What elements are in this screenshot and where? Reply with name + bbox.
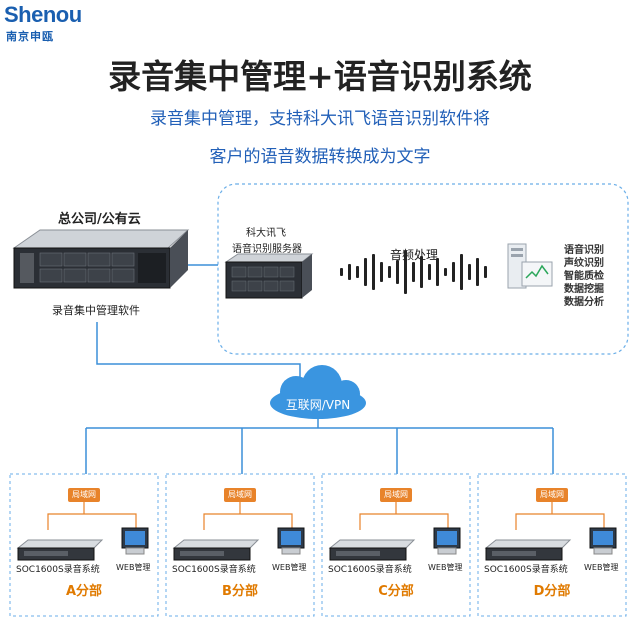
recorder-device-panel — [492, 551, 536, 556]
branch-c-lan-label: 局域网 — [384, 490, 408, 499]
recorder-device-top — [172, 539, 260, 549]
cloud-icon — [270, 365, 366, 419]
web-computer-screen — [281, 531, 301, 545]
branch-b-device-label: SOC1600S录音系统 — [172, 565, 256, 575]
lan-badge — [536, 488, 568, 502]
branch-d-name: D分部 — [533, 584, 571, 599]
web-computer-base — [281, 547, 301, 555]
feature-list: 语音识别 声纹识别 智能质检 数据挖掘 数据分析 — [564, 244, 604, 309]
web-computer-screen — [125, 531, 145, 545]
web-computer-screen — [437, 531, 457, 545]
speech-server-vendor: 科大讯飞 — [246, 228, 286, 239]
subtitle-line-1: 录音集中管理，支持科大讯飞语音识别软件将 — [150, 109, 490, 129]
feature-item: 智能质检 — [564, 271, 604, 282]
lan-badge — [68, 488, 100, 502]
branch-d-box — [477, 473, 627, 617]
lan-link — [47, 513, 137, 530]
feature-item: 声纹识别 — [564, 258, 604, 269]
speech-recognition-area — [217, 183, 629, 355]
branch-a-box — [9, 473, 159, 617]
audio-waveform-icon — [340, 250, 487, 294]
hq-to-cloud-connector — [96, 322, 301, 380]
speech-server-icon — [224, 253, 314, 299]
branch-b-name: B分部 — [222, 584, 258, 599]
hq-rack-server-icon — [12, 229, 190, 289]
branch-c-name: C分部 — [378, 584, 414, 599]
branch-b-web-label: WEB管理 — [272, 563, 307, 572]
page-title: 录音集中管理+语音识别系统 — [108, 57, 532, 96]
recorder-device-top — [484, 539, 572, 549]
web-computer-base — [125, 547, 145, 555]
hq-label: 总公司/公有云 — [58, 212, 141, 227]
lan-badge — [224, 488, 256, 502]
subtitle-line-2: 客户的语音数据转换成为文字 — [209, 147, 431, 167]
web-computer-base — [593, 547, 613, 555]
branch-c-device-label: SOC1600S录音系统 — [328, 565, 412, 575]
speech-server-label: 语音识别服务器 — [232, 244, 302, 255]
recorder-device-panel — [24, 551, 68, 556]
lan-link — [515, 513, 605, 530]
web-computer-screen — [593, 531, 613, 545]
recorder-device-top — [16, 539, 104, 549]
hq-software-label: 录音集中管理软件 — [52, 304, 140, 317]
recorder-device-panel — [336, 551, 380, 556]
branch-a-device-label: SOC1600S录音系统 — [16, 565, 100, 575]
branch-a-web-label: WEB管理 — [116, 563, 151, 572]
branch-a-lan-label: 局域网 — [72, 490, 96, 499]
recorder-device-top — [328, 539, 416, 549]
branch-d-device-label: SOC1600S录音系统 — [484, 565, 568, 575]
branch-b-box — [165, 473, 315, 617]
branch-a-name: A分部 — [65, 584, 103, 599]
lan-badge — [380, 488, 412, 502]
lan-link — [203, 513, 293, 530]
branch-d-lan-label: 局域网 — [540, 490, 564, 499]
brand-logo: Shenou — [4, 2, 82, 27]
feature-item: 语音识别 — [564, 245, 604, 256]
branch-d-web-label: WEB管理 — [584, 563, 619, 572]
branch-c-box — [321, 473, 471, 617]
brand-logo-subtitle: 南京申瓯 — [6, 30, 54, 43]
analysis-computer-icon — [507, 243, 553, 289]
feature-item: 数据分析 — [564, 297, 604, 308]
recorder-device-panel — [180, 551, 224, 556]
branch-b-lan-label: 局域网 — [228, 490, 252, 499]
lan-link — [359, 513, 449, 530]
feature-item: 数据挖掘 — [564, 284, 604, 295]
cloud-label: 互联网/VPN — [285, 398, 351, 412]
web-computer-base — [437, 547, 457, 555]
branch-c-web-label: WEB管理 — [428, 563, 463, 572]
audio-processing-label: 音频处理 — [390, 248, 439, 262]
